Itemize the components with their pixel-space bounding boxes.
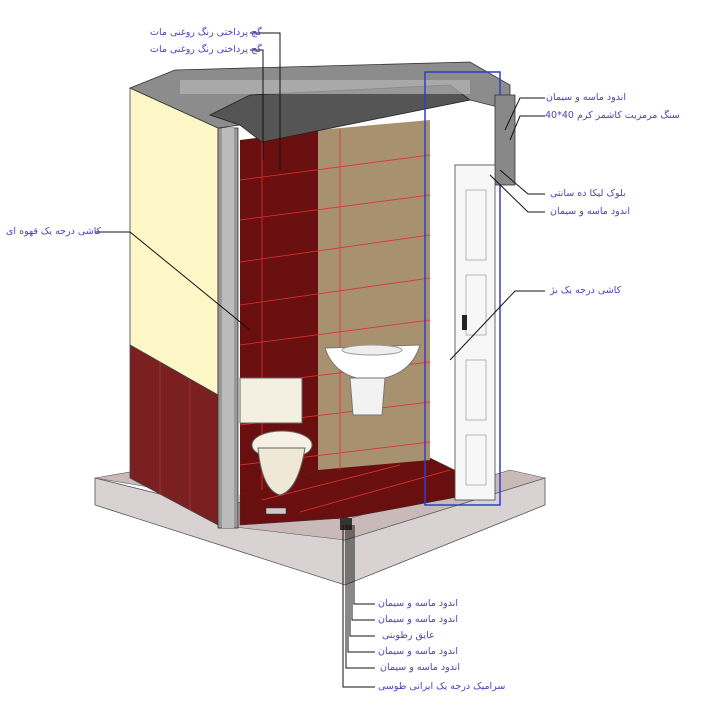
label-right-2: سنگ مرمریت کاشمر کرم 40*40 bbox=[545, 110, 680, 121]
label-bottom-3: عایق رطوبتی bbox=[382, 630, 435, 641]
label-bottom-6: سرامیک درجه یک ایرانی طوسی bbox=[378, 681, 506, 692]
label-bottom-4: اندود ماسه و سیمان bbox=[378, 646, 458, 657]
right-wall-section bbox=[494, 94, 516, 186]
ceiling-panel bbox=[208, 84, 471, 143]
door bbox=[454, 164, 496, 501]
label-left-1: کاشی درجه یک قهوه ای bbox=[6, 226, 102, 237]
label-right-3: بلوک لیکا ده سانتی bbox=[550, 188, 626, 199]
label-top-2: گچ پرداختی رنگ روغنی مات bbox=[150, 44, 262, 55]
label-bottom-1: اندود ماسه و سیمان bbox=[378, 598, 458, 609]
label-bottom-2: اندود ماسه و سیمان bbox=[378, 614, 458, 625]
door-handle bbox=[462, 315, 467, 330]
toilet bbox=[239, 377, 313, 496]
leader-lines bbox=[95, 32, 545, 688]
label-top-1: گچ پرداختی رنگ روغنی مات bbox=[150, 27, 262, 38]
label-bottom-5: اندود ماسه و سیمان bbox=[380, 662, 460, 673]
label-right-1: اندود ماسه و سیمان bbox=[546, 92, 626, 103]
sink bbox=[324, 344, 421, 416]
label-right-4: اندود ماسه و سیمان bbox=[550, 206, 630, 217]
label-right-5: کاشی درجه یک بژ bbox=[550, 285, 622, 296]
left-wall-yellow bbox=[129, 87, 219, 396]
beige-wall-tiles bbox=[318, 120, 430, 470]
blue-column-outline bbox=[424, 71, 501, 506]
